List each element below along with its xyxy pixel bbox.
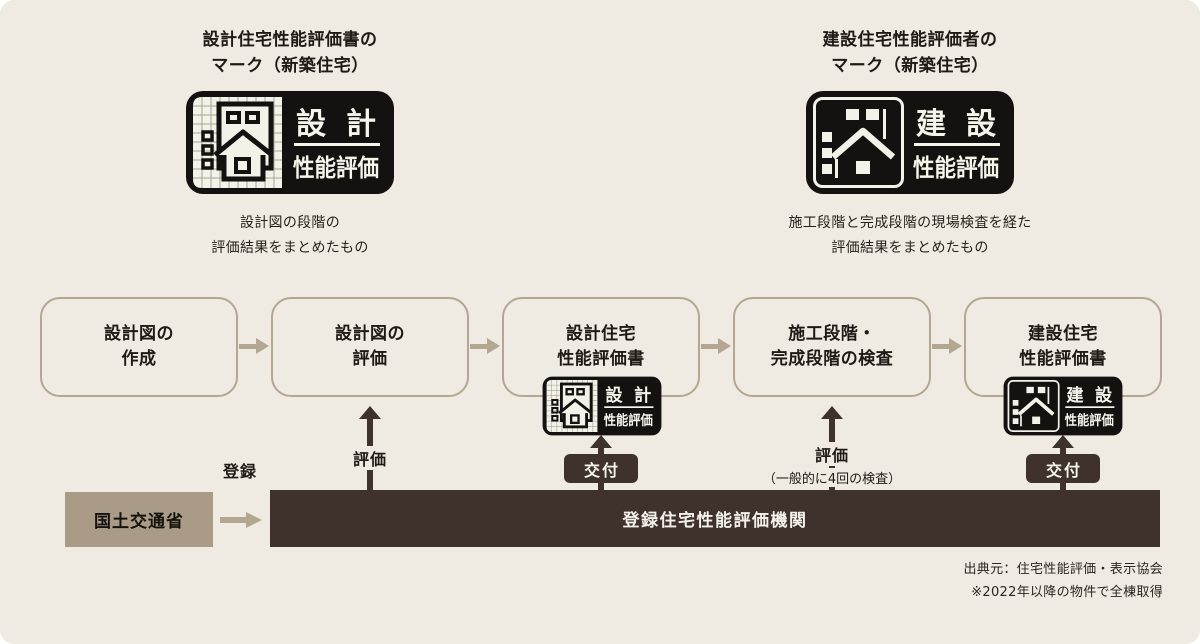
flow-step-label: 設計図の <box>104 323 174 344</box>
design-performance-mark: 設計 性能評価 <box>185 90 395 195</box>
flow-step-label: 建設住宅 <box>1028 323 1098 344</box>
design-mark-small: 設計 性能評価 <box>542 376 662 436</box>
flow-step-label: 性能評価書 <box>557 349 645 369</box>
flow-step-label: 設計住宅 <box>566 323 636 344</box>
construction-performance-mark: 建設 性能評価 <box>805 90 1015 195</box>
construction-mark-small-icon: 建設 性能評価 <box>1003 376 1123 436</box>
evaluation-label: 評価 <box>347 446 393 470</box>
registered-agency-bar: 登録住宅性能評価機関 <box>270 490 1160 547</box>
register-arrow-icon <box>220 512 262 528</box>
construction-mark-title-line1: 建設住宅性能評価者の <box>822 30 998 50</box>
construction-mark-icon: 建設 性能評価 <box>806 91 1014 194</box>
design-mark-title-line2: マーク（新築住宅） <box>211 56 369 77</box>
flow-arrow-icon <box>239 338 269 354</box>
flow-step-drawing-evaluation: 設計図の 評価 <box>271 297 469 397</box>
evaluation-label: 評価 <box>809 442 854 466</box>
design-mark-title-line1: 設計住宅性能評価書の <box>202 30 378 50</box>
flow-arrow-icon <box>932 338 962 354</box>
construction-mark-caption: 施工段階と完成段階の現場検査を経た 評価結果をまとめたもの <box>710 211 1110 260</box>
footnote: 出典元：住宅性能評価・表示協会 ※2022年以降の物件で全棟取得 <box>963 558 1163 605</box>
design-badge-small-bottom-label: 性能評価 <box>604 412 653 429</box>
flow-step-label: 性能評価書 <box>1019 349 1107 369</box>
flow-step-label: 評価 <box>352 349 388 369</box>
construction-mark-title: 建設住宅性能評価者の マーク（新築住宅） <box>710 27 1110 80</box>
design-mark-title: 設計住宅性能評価書の マーク（新築住宅） <box>90 27 490 80</box>
evaluation-note: （一般的に4回の検査） <box>760 468 904 487</box>
construction-badge-bottom-label: 性能評価 <box>913 154 999 182</box>
flow-step-label: 完成段階の検査 <box>770 349 894 369</box>
evaluation-label-group: 評価 （一般的に4回の検査） <box>760 442 904 487</box>
flow-arrow-icon <box>470 338 500 354</box>
mlit-box: 国土交通省 <box>65 492 213 547</box>
construction-mark-caption-line1: 施工段階と完成段階の現場検査を経た <box>788 215 1032 231</box>
flow-step-label: 施工段階・ <box>788 323 876 344</box>
design-mark-icon: 設計 性能評価 <box>186 91 394 194</box>
design-mark-small-icon: 設計 性能評価 <box>542 376 662 436</box>
acquisition-note: ※2022年以降の物件で全棟取得 <box>971 585 1163 601</box>
design-mark-caption-line2: 評価結果をまとめたもの <box>211 239 369 256</box>
construction-mark-small: 建設 性能評価 <box>1003 376 1123 436</box>
flow-step-label: 作成 <box>121 349 157 369</box>
construction-mark-caption-line2: 評価結果をまとめたもの <box>831 239 989 256</box>
flow-arrow-icon <box>701 338 731 354</box>
design-mark-caption-line1: 設計図の段階の <box>239 215 341 231</box>
flow-step-label: 設計図の <box>335 323 405 344</box>
construction-mark-title-line2: マーク（新築住宅） <box>831 56 989 77</box>
flow-step-design-drawing: 設計図の 作成 <box>40 297 238 397</box>
flow-step-site-inspection: 施工段階・ 完成段階の検査 <box>733 297 931 397</box>
design-mark-caption: 設計図の段階の 評価結果をまとめたもの <box>90 211 490 260</box>
source-note: 出典元：住宅性能評価・表示協会 <box>963 562 1163 577</box>
issue-badge: 交付 <box>564 454 638 483</box>
construction-badge-small-bottom-label: 性能評価 <box>1065 412 1114 429</box>
register-label: 登録 <box>217 458 263 482</box>
design-badge-bottom-label: 性能評価 <box>293 154 379 182</box>
issue-badge: 交付 <box>1026 454 1100 483</box>
